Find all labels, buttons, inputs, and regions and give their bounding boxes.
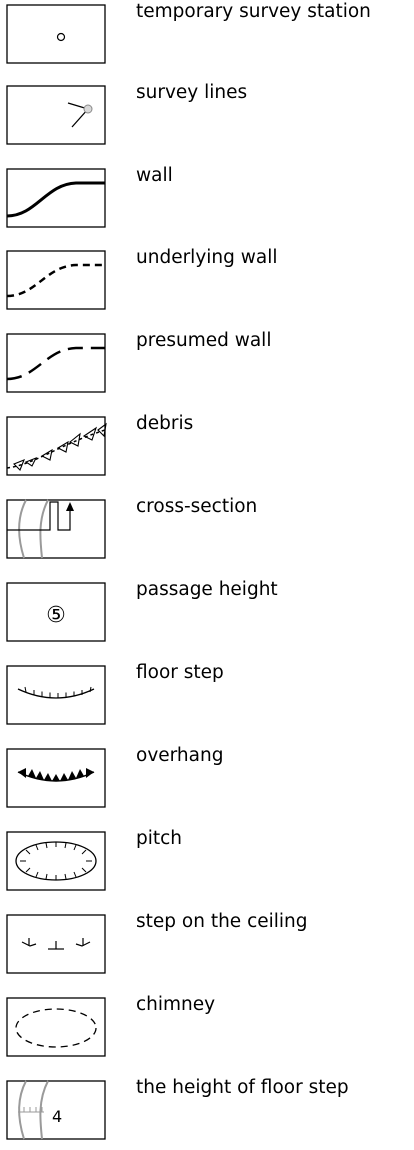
legend-label: debris <box>136 413 194 434</box>
step-on-the-ceiling-symbol <box>6 914 106 974</box>
legend-label: survey lines <box>136 82 248 103</box>
underlying-wall-symbol <box>6 250 106 310</box>
legend-label: underlying wall <box>136 247 278 268</box>
legend-row-presumed-wall: presumed wall <box>0 330 414 403</box>
overhang-symbol <box>6 748 106 808</box>
legend-row-passage-height: ⑤ passage height <box>0 579 414 652</box>
legend-row-pitch: pitch <box>0 828 414 901</box>
legend-row-overhang: overhang <box>0 745 414 818</box>
debris-symbol <box>6 416 107 476</box>
passage-height-value: ⑤ <box>46 603 66 628</box>
legend-row-temporary-survey-station: temporary survey station <box>0 1 414 74</box>
legend-row-cross-section: cross-section <box>0 496 414 569</box>
legend-row-survey-lines: survey lines <box>0 82 414 155</box>
chimney-symbol <box>6 997 106 1057</box>
temporary-survey-station-symbol <box>6 4 106 64</box>
legend-row-underlying-wall: underlying wall <box>0 247 414 320</box>
legend-row-wall: wall <box>0 165 414 238</box>
legend-label: presumed wall <box>136 330 272 351</box>
cross-section-symbol <box>6 499 106 559</box>
legend-label: passage height <box>136 579 278 600</box>
pitch-symbol <box>6 831 106 891</box>
legend-label: step on the ceiling <box>136 911 308 932</box>
legend-label: overhang <box>136 745 224 766</box>
legend-row-floor-step: floor step <box>0 662 414 735</box>
survey-station-circle <box>83 104 93 114</box>
the-height-of-floor-step-symbol: 4 <box>6 1080 106 1140</box>
wall-symbol <box>6 168 106 228</box>
legend-row-the-height-of-floor-step: 4 the height of floor step <box>0 1077 414 1150</box>
survey-lines-symbol <box>6 85 106 145</box>
presumed-wall-symbol <box>6 333 106 393</box>
legend-row-debris: debris <box>0 413 414 486</box>
floor-step-height-value: 4 <box>52 1107 62 1126</box>
legend-label: floor step <box>136 662 224 683</box>
legend-label: pitch <box>136 828 183 849</box>
survey-station-circle <box>56 32 66 42</box>
passage-height-symbol: ⑤ <box>6 582 106 642</box>
legend-label: wall <box>136 165 173 186</box>
floor-step-symbol <box>6 665 106 725</box>
legend-label: temporary survey station <box>136 1 371 22</box>
legend-label: the height of floor step <box>136 1077 349 1098</box>
legend-label: cross-section <box>136 496 258 517</box>
legend-row-step-on-the-ceiling: step on the ceiling <box>0 911 414 984</box>
legend-label: chimney <box>136 994 216 1015</box>
legend-row-chimney: chimney <box>0 994 414 1067</box>
